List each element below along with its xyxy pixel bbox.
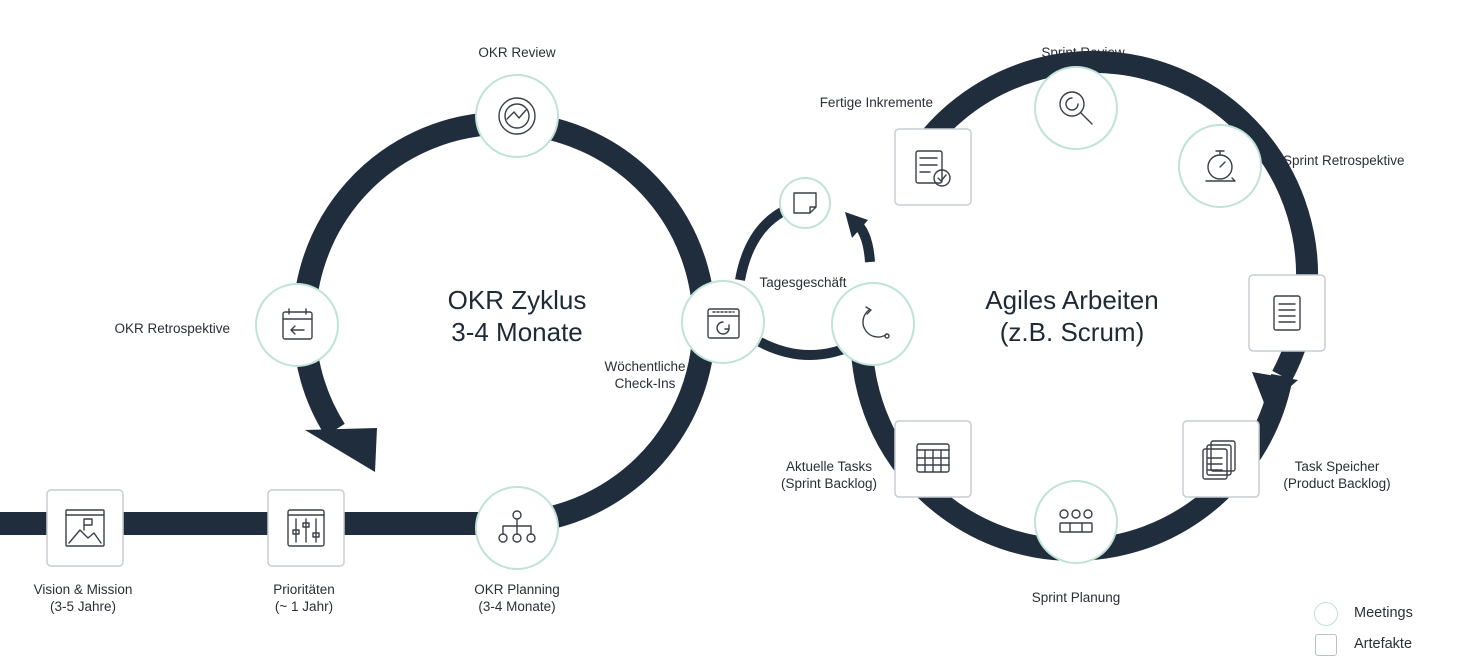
weekly-checkin-label-line1: Wöchentliche xyxy=(604,359,686,374)
right-cycle-title: Agiles Arbeiten (z.B. Scrum) xyxy=(985,284,1158,348)
okr-review-label: OKR Review xyxy=(478,45,556,60)
fertige-inkremente-label: Fertige Inkremente xyxy=(819,95,933,110)
okr-retro-node xyxy=(255,283,339,367)
aktuelle-tasks-label-line2: (Sprint Backlog) xyxy=(780,476,878,491)
priorities-node xyxy=(267,489,345,567)
vision-node xyxy=(46,489,124,567)
tagesgeschaeft-node xyxy=(831,282,915,366)
sprint-review-node xyxy=(1034,66,1118,150)
weekly-checkin-label: Wöchentliche Check-Ins xyxy=(604,358,685,392)
sprint-retro-label: Sprint Retrospektive xyxy=(1283,153,1405,168)
note-icon xyxy=(793,192,817,214)
okr-planning-label-line1: OKR Planning xyxy=(474,582,560,597)
magnifier-icon xyxy=(1059,91,1093,125)
task-speicher-label: Task Speicher (Product Backlog) xyxy=(1283,458,1390,492)
picture-flag-icon xyxy=(65,509,105,547)
sprint-planung-label: Sprint Planung xyxy=(1031,590,1121,605)
priorities-label-line2: (~ 1 Jahr) xyxy=(274,599,334,614)
left-cycle-title-line2: 3-4 Monate xyxy=(451,317,583,347)
vision-label: Vision & Mission (3-5 Jahre) xyxy=(34,581,133,615)
sliders-icon xyxy=(287,509,325,547)
legend-meetings-swatch xyxy=(1314,602,1338,626)
checklist-icon xyxy=(915,150,951,187)
vision-label-line2: (3-5 Jahre) xyxy=(49,599,117,614)
legend-meetings-label: Meetings xyxy=(1354,605,1413,621)
tagesgeschaeft-label: Tagesgeschäft xyxy=(759,275,847,290)
strategy-bar xyxy=(0,512,520,535)
sprint-review-label: Sprint Review xyxy=(1041,45,1125,60)
left-ring-arrowhead xyxy=(305,428,377,472)
document-node xyxy=(1248,274,1326,352)
okr-planning-label: OKR Planning (3-4 Monate) xyxy=(474,581,560,615)
stacked-docs-icon xyxy=(1202,440,1236,480)
left-ring xyxy=(292,111,716,532)
task-speicher-label-line1: Task Speicher xyxy=(1294,459,1380,474)
loop-icon xyxy=(862,306,890,339)
weekly-checkin-label-line2: Check-Ins xyxy=(614,376,676,391)
task-speicher-node xyxy=(1182,420,1260,498)
planning-icon xyxy=(1059,509,1093,533)
right-cycle-title-line2: (z.B. Scrum) xyxy=(999,317,1145,347)
legend-artefakte-label: Artefakte xyxy=(1354,636,1413,652)
document-icon xyxy=(1273,295,1301,331)
right-cycle-title-line1: Agiles Arbeiten xyxy=(985,285,1159,315)
right-ring-arrowhead xyxy=(1252,372,1298,408)
priorities-label: Prioritäten (~ 1 Jahr) xyxy=(273,581,335,615)
aktuelle-tasks-label-line1: Aktuelle Tasks xyxy=(785,459,873,474)
okr-planning-label-line2: (3-4 Monate) xyxy=(478,599,556,614)
daily-note-node xyxy=(779,177,831,229)
sprint-retro-node xyxy=(1178,124,1262,208)
aktuelle-tasks-node xyxy=(894,420,972,498)
weekly-checkin-node xyxy=(681,280,765,364)
okr-review-node xyxy=(475,74,559,158)
legend-artefakte-swatch xyxy=(1315,634,1337,656)
okr-planning-node xyxy=(475,486,559,570)
aktuelle-tasks-label: Aktuelle Tasks (Sprint Backlog) xyxy=(781,458,877,492)
cycle-arrow-icon xyxy=(498,97,536,135)
fertige-inkremente-node xyxy=(894,128,972,206)
hierarchy-icon xyxy=(498,510,536,543)
sprint-planung-node xyxy=(1034,480,1118,564)
left-cycle-title: OKR Zyklus 3-4 Monate xyxy=(448,284,587,348)
priorities-label-line1: Prioritäten xyxy=(273,582,335,597)
task-speicher-label-line2: (Product Backlog) xyxy=(1283,476,1391,491)
kanban-icon xyxy=(916,443,950,473)
okr-retro-label: OKR Retrospektive xyxy=(114,321,230,336)
left-cycle-title-line1: OKR Zyklus xyxy=(447,285,587,315)
calendar-cycle-icon xyxy=(707,308,740,339)
vision-label-line1: Vision & Mission xyxy=(33,582,133,597)
calendar-back-icon xyxy=(282,308,313,340)
stopwatch-icon xyxy=(1205,150,1236,182)
